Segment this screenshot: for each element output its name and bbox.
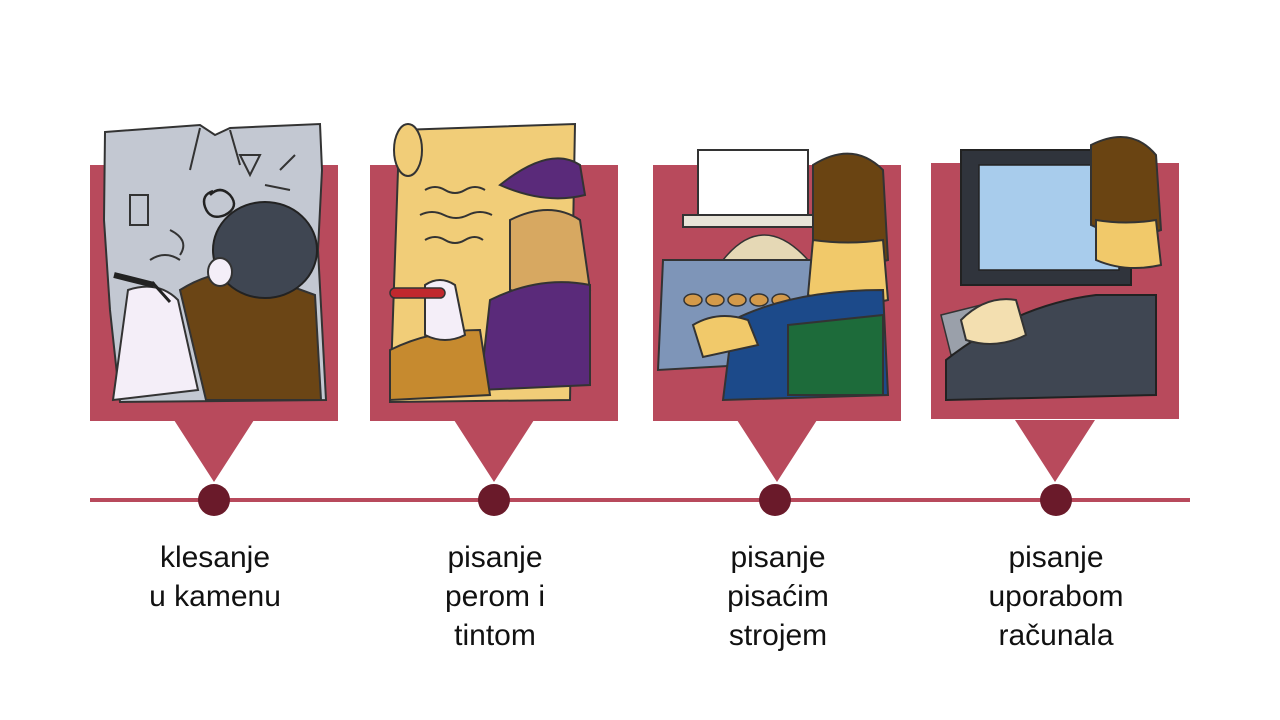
typewriter-illustration [656, 149, 890, 402]
stage-pointer [1015, 420, 1095, 482]
stage-label: klesanje u kamenu [149, 541, 281, 613]
timeline-line [90, 498, 1190, 502]
timeline-dot [198, 484, 230, 516]
stage-label: pisanje uporabom računala [988, 541, 1124, 652]
stage-pointer [737, 420, 817, 482]
timeline-dot [478, 484, 510, 516]
timeline-dot [759, 484, 791, 516]
timeline-stage-stone: klesanje u kamenu [90, 0, 340, 720]
timeline-dot [1040, 484, 1072, 516]
stage-label: pisanje perom i tintom [444, 541, 546, 652]
stone-carving-illustration [102, 122, 328, 404]
timeline-stage-quill: pisanje perom i tintom [370, 0, 620, 720]
timeline-stage-typewriter: pisanje pisaćim strojem [653, 0, 903, 720]
timeline-stage-computer: pisanje uporabom računala [931, 0, 1181, 720]
stage-label: pisanje pisaćim strojem [727, 541, 829, 652]
computer-illustration [940, 136, 1163, 402]
stage-pointer [174, 420, 254, 482]
stage-pointer [454, 420, 534, 482]
quill-writing-illustration [388, 122, 592, 404]
